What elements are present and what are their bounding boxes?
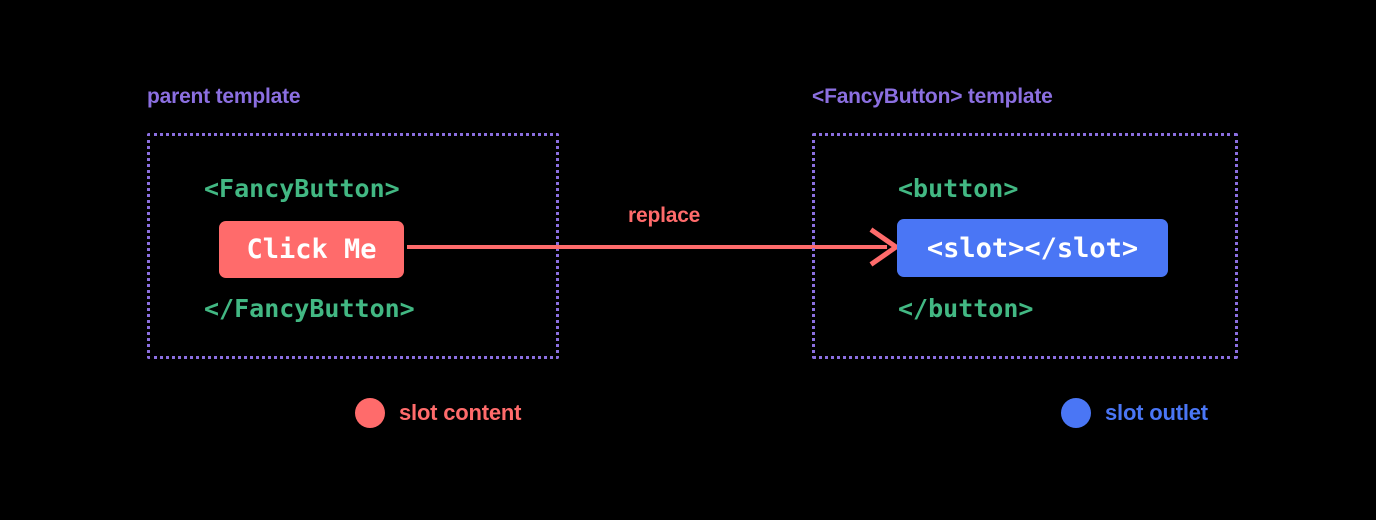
fancybutton-template-box — [812, 133, 1238, 359]
legend-item-slot-content: slot content — [355, 398, 521, 428]
slot-content-chip: Click Me — [219, 221, 404, 278]
legend-label-slot-content: slot content — [399, 400, 522, 425]
code-open-button: <button> — [898, 174, 1019, 203]
slot-outlet-chip: <slot></slot> — [897, 219, 1168, 277]
filled-circle-icon — [1061, 398, 1091, 428]
code-close-fancybutton: </FancyButton> — [204, 294, 415, 323]
replace-arrow-label: replace — [628, 204, 701, 227]
filled-circle-icon — [355, 398, 385, 428]
code-close-button: </button> — [898, 294, 1034, 323]
legend-label-slot-outlet: slot outlet — [1105, 400, 1208, 425]
code-open-fancybutton: <FancyButton> — [204, 174, 400, 203]
replace-arrow-icon — [407, 227, 901, 267]
legend-item-slot-outlet: slot outlet — [1061, 398, 1208, 428]
parent-template-label: parent template — [147, 85, 301, 108]
fancybutton-template-label: <FancyButton> template — [812, 85, 1053, 108]
